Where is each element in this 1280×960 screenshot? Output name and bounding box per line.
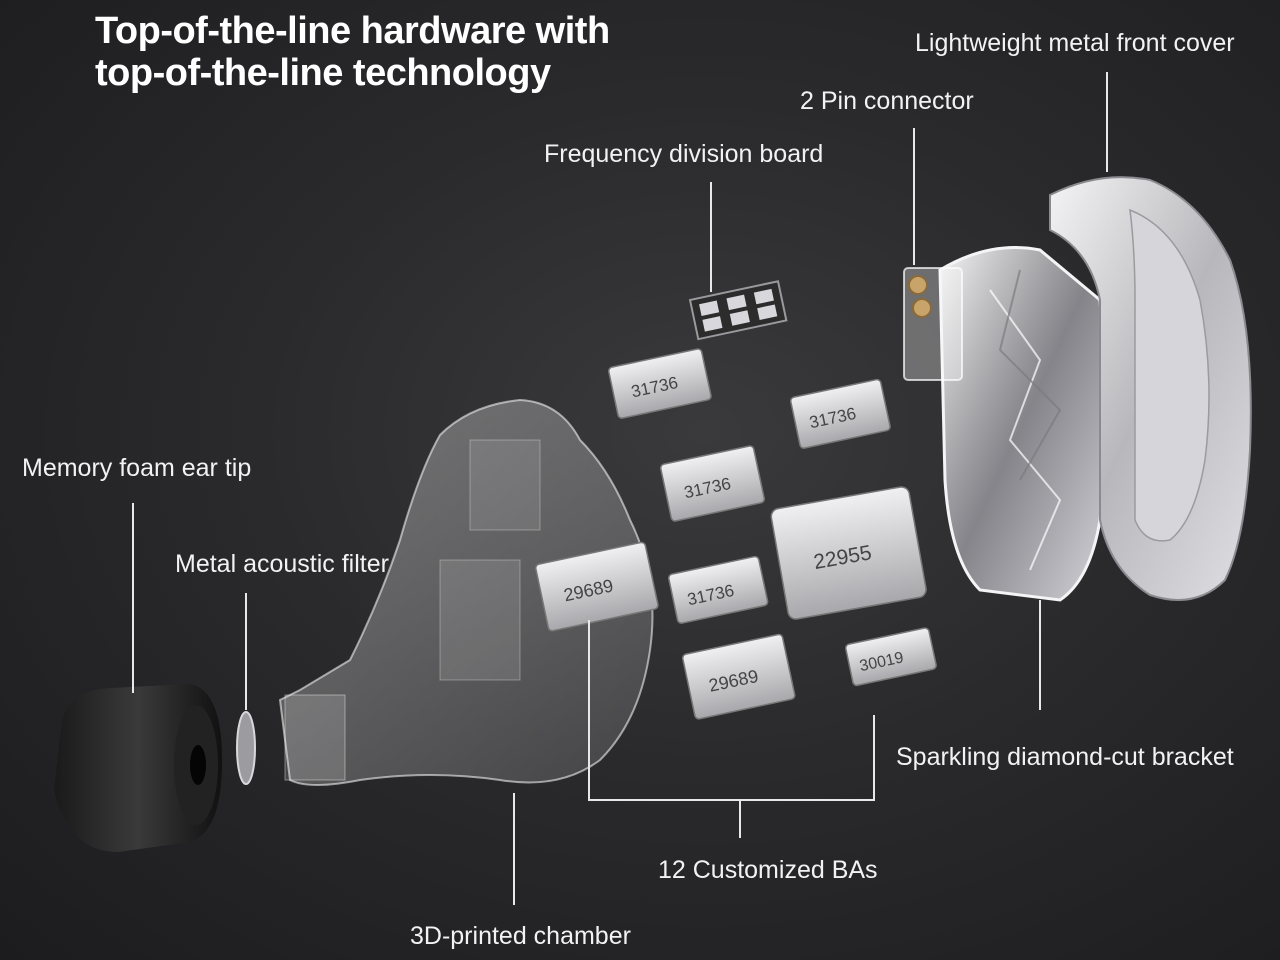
ba-driver: 29689 <box>681 633 796 720</box>
frequency-division-board <box>688 280 788 341</box>
headline-line-2: top-of-the-line technology <box>95 52 551 94</box>
ba-driver: 31736 <box>667 555 769 624</box>
2-pin-connector <box>903 267 963 381</box>
acoustic-filter-label: Metal acoustic filter <box>175 550 389 578</box>
ba-driver: 22955 <box>770 486 927 620</box>
ba-driver: 31736 <box>659 445 765 522</box>
ear-tip-label: Memory foam ear tip <box>22 454 252 482</box>
metal-acoustic-filter <box>236 711 256 785</box>
3d-printed-chamber <box>278 398 654 786</box>
headline-line-1: Top-of-the-line hardware with <box>95 10 610 52</box>
frequency-board-label: Frequency division board <box>544 140 824 168</box>
bas-label: 12 Customized BAs <box>658 856 878 884</box>
ba-driver: 31736 <box>789 378 891 449</box>
metal-front-cover <box>1049 176 1252 601</box>
pin-connector-label: 2 Pin connector <box>800 87 974 115</box>
ba-driver: 30019 <box>844 627 937 687</box>
bracket-label: Sparkling diamond-cut bracket <box>896 743 1234 771</box>
front-cover-label: Lightweight metal front cover <box>915 29 1235 57</box>
headline: Top-of-the-line hardware with top-of-the… <box>95 10 610 94</box>
ba-driver: 31736 <box>607 348 712 419</box>
diamond-cut-bracket <box>938 246 1107 602</box>
memory-foam-ear-tip <box>54 684 222 852</box>
chamber-label: 3D-printed chamber <box>410 922 631 950</box>
ba-driver: 29689 <box>534 541 659 632</box>
leader-lines <box>132 72 1108 905</box>
